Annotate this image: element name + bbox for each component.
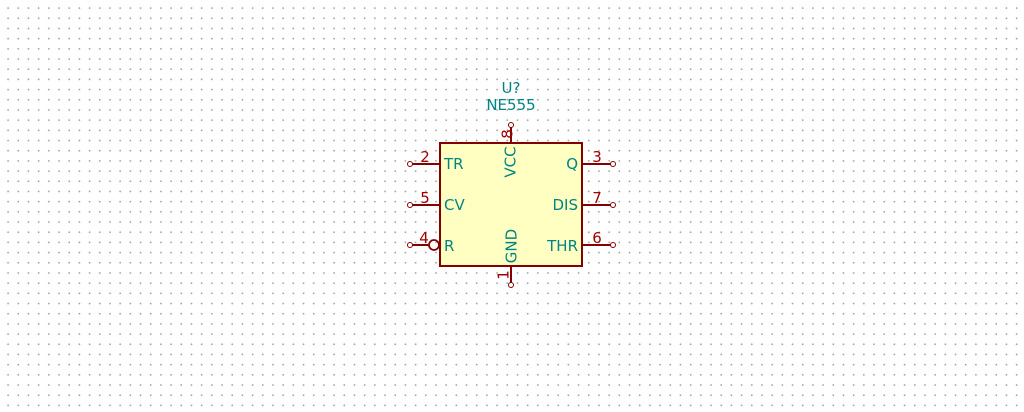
pin-5-cv[interactable]: 5 CV [407, 189, 466, 214]
pin-connection-point[interactable] [610, 161, 616, 167]
pin-number: 2 [420, 148, 430, 166]
pin-name: DIS [553, 196, 579, 214]
pin-number: 3 [592, 148, 602, 166]
pin-name: Q [566, 155, 578, 173]
pin-8-vcc[interactable]: 8 VCC [499, 122, 520, 178]
pin-connection-point[interactable] [508, 122, 514, 128]
pin-6-thr[interactable]: 6 THR [546, 229, 616, 255]
pin-connection-point[interactable] [407, 202, 413, 208]
pin-number: 8 [499, 129, 517, 139]
pin-2-tr[interactable]: 2 TR [407, 148, 464, 173]
pin-number: 4 [419, 229, 429, 247]
component-value[interactable]: NE555 [486, 96, 535, 114]
inversion-bubble [428, 239, 440, 251]
pin-name: GND [503, 229, 521, 263]
pin-number: 6 [592, 229, 602, 247]
pin-name: CV [444, 196, 465, 214]
pin-connection-point[interactable] [508, 282, 514, 288]
pin-number: 1 [495, 270, 513, 280]
pin-connection-point[interactable] [610, 202, 616, 208]
pin-3-q[interactable]: 3 Q [566, 148, 616, 173]
pin-name: THR [546, 237, 578, 255]
pin-number: 7 [592, 189, 602, 207]
pin-connection-point[interactable] [407, 161, 413, 167]
pin-connection-point[interactable] [407, 242, 413, 248]
pin-name: VCC [502, 146, 520, 177]
pin-1-gnd[interactable]: 1 GND [495, 229, 521, 288]
pin-name: TR [443, 155, 464, 173]
pin-name: R [444, 237, 454, 255]
ic-body[interactable] [439, 142, 583, 267]
component-reference[interactable]: U? [502, 79, 521, 97]
pin-connection-point[interactable] [610, 242, 616, 248]
pin-4-reset[interactable]: 4 R [407, 229, 455, 255]
pin-number: 5 [420, 189, 430, 207]
pin-7-dis[interactable]: 7 DIS [553, 189, 616, 214]
